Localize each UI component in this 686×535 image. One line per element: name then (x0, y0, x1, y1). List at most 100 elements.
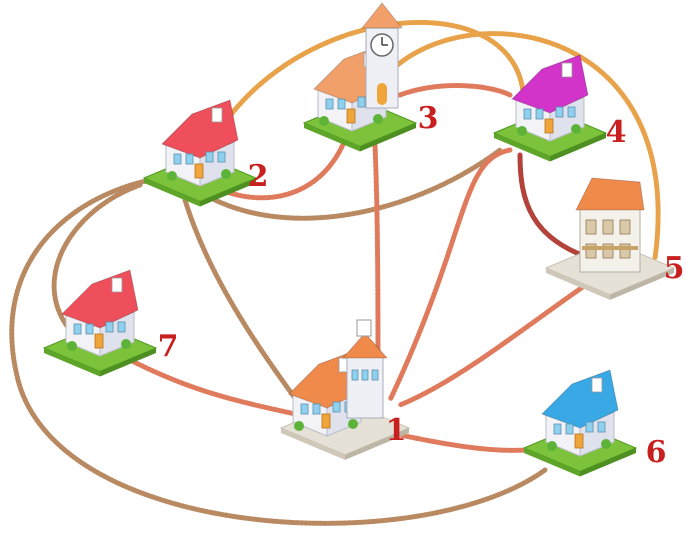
bush (167, 171, 177, 181)
bush (571, 124, 581, 134)
school-roof (341, 332, 389, 359)
node-7: 7 (42, 269, 179, 377)
edge-4-5 (517, 152, 599, 263)
dormer (211, 107, 223, 123)
apartment-wall (579, 207, 641, 273)
dormer (561, 62, 573, 78)
door (194, 163, 204, 179)
window (73, 323, 82, 335)
dormer (111, 277, 123, 293)
window (371, 369, 379, 381)
node-6: 6 (522, 369, 667, 477)
window (535, 108, 544, 120)
window (619, 219, 631, 235)
apartment-roof (575, 177, 645, 211)
base-side (281, 428, 345, 460)
bush (373, 114, 383, 124)
window (325, 98, 334, 110)
edge-2-4 (212, 147, 503, 221)
window (565, 423, 574, 435)
window (585, 219, 597, 235)
window (585, 421, 594, 433)
bush (221, 169, 231, 179)
window (332, 401, 341, 413)
node-label-4: 4 (606, 115, 627, 150)
base-side (100, 348, 156, 377)
bush (67, 341, 77, 351)
window (85, 323, 94, 335)
edge-2-7 (51, 182, 143, 333)
window (337, 98, 346, 110)
window (312, 403, 321, 415)
window (567, 106, 576, 118)
school-wing (346, 355, 384, 419)
node-label-6: 6 (646, 435, 667, 470)
edge-3-4 (397, 83, 513, 98)
node-3: 3 (302, 2, 439, 152)
node-label-2: 2 (248, 159, 269, 194)
edge-7-1 (127, 357, 303, 418)
node-4: 4 (492, 54, 627, 162)
window (553, 423, 562, 435)
window (300, 403, 309, 415)
window (357, 96, 366, 108)
base-side (524, 448, 580, 477)
base-side (144, 178, 200, 207)
bush (121, 339, 131, 349)
bush (601, 439, 611, 449)
tower-door (377, 83, 387, 105)
edge-4-1 (387, 147, 513, 403)
edge-3-5 (367, 31, 661, 261)
base-side (304, 123, 360, 152)
door (574, 433, 584, 449)
window (173, 153, 182, 165)
bush (348, 419, 358, 429)
window (585, 243, 597, 259)
window (361, 369, 369, 381)
base-side (44, 348, 100, 377)
window (602, 219, 614, 235)
bush (517, 126, 527, 136)
window (105, 321, 114, 333)
base-side (610, 268, 674, 300)
window (351, 369, 359, 381)
nodes-layer: 1 2 3 4 5 6 7 (42, 2, 685, 477)
balcony (582, 246, 638, 250)
bush (547, 441, 557, 451)
window (185, 153, 194, 165)
node-label-5: 5 (664, 251, 685, 286)
node-1: 1 (279, 319, 411, 460)
window (555, 106, 564, 118)
window (602, 243, 614, 259)
bell-tower (356, 319, 372, 337)
edge-5-1 (397, 272, 603, 408)
node-label-1: 1 (386, 413, 407, 448)
base-side (546, 268, 610, 300)
edges-layer (9, 20, 661, 526)
node-5: 5 (544, 177, 685, 300)
edge-6-2 (9, 177, 548, 526)
bush (294, 421, 304, 431)
edge-2-1 (182, 197, 303, 408)
door (321, 413, 331, 429)
base-side (494, 133, 550, 162)
window (597, 421, 606, 433)
tower-roof (360, 2, 404, 29)
node-label-7: 7 (158, 329, 179, 364)
base-side (200, 178, 256, 207)
node-label-3: 3 (418, 101, 439, 136)
window (217, 151, 226, 163)
window (619, 243, 631, 259)
base-side (345, 428, 409, 460)
dormer (591, 377, 603, 393)
door (94, 333, 104, 349)
window (117, 321, 126, 333)
bush (319, 116, 329, 126)
door (544, 118, 554, 134)
door (346, 108, 356, 124)
node-2: 2 (142, 99, 269, 207)
base-side (550, 133, 606, 162)
window (523, 108, 532, 120)
base-side (580, 448, 636, 477)
